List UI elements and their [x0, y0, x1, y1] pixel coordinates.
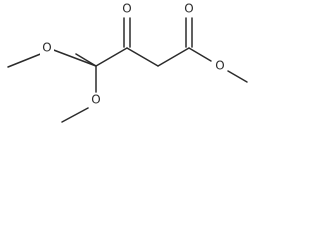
atom-o-methoxy-lower: O [91, 93, 100, 107]
bond-c3-c2 [126, 47, 159, 67]
atom-o-methoxy-upper: O [42, 41, 51, 55]
structure-canvas: O O O O O [0, 0, 250, 134]
bond-c2-c1 [157, 47, 190, 67]
atom-o-ester-ether: O [215, 59, 224, 73]
bond-c1-o-ester [188, 47, 212, 62]
bond-o-lower-methyl [61, 107, 89, 123]
bond-c4-c3 [95, 47, 128, 67]
bond-o-upper-methyl [7, 52, 44, 68]
atom-o-ketone: O [122, 2, 131, 16]
atom-o-ester-carbonyl: O [184, 2, 193, 16]
bond-c4-o-upper [50, 48, 97, 67]
bond-o-ester-methyl [227, 70, 248, 83]
molecule-structure: O O O O O [7, 2, 248, 123]
